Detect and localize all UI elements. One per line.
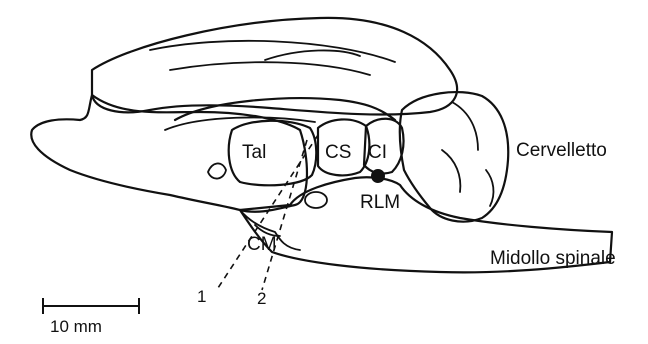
label-rlm: RLM (360, 192, 400, 213)
label-cs: CS (325, 142, 351, 163)
probe-track-2 (262, 140, 307, 290)
cortex-fold (170, 62, 370, 75)
cortex-outline (92, 18, 457, 115)
label-probe-1: 1 (197, 287, 206, 306)
cortex-fold (265, 50, 360, 60)
pontine-nucleus (305, 192, 327, 208)
label-ci: CI (368, 142, 387, 163)
rlm-lesion-dot (371, 169, 385, 183)
label-probe-2: 2 (257, 289, 266, 308)
cortex-fold (150, 41, 395, 62)
hippocampus (165, 117, 315, 130)
scale-bar-label: 10 mm (50, 317, 102, 336)
cerebellum-fold (486, 170, 493, 206)
label-tal: Tal (242, 142, 266, 163)
cerebellum-fold (442, 150, 460, 192)
cerebellum-fold (452, 102, 478, 150)
probe-track-1 (218, 135, 318, 288)
label-cervelletto: Cervelletto (516, 140, 607, 161)
label-midollo-spinale: Midollo spinale (490, 248, 616, 269)
label-cm: CM (247, 234, 277, 255)
thalamus-inner (208, 163, 226, 178)
scale-bar (43, 298, 139, 314)
